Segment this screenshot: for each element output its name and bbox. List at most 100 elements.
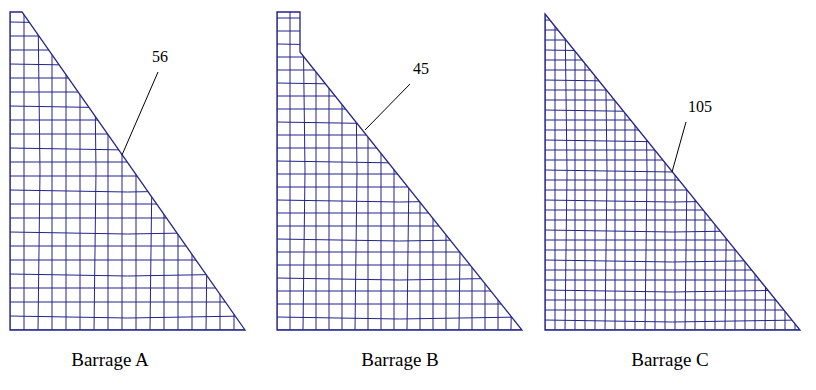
mesh-line bbox=[277, 226, 522, 227]
mesh-line bbox=[695, 14, 696, 330]
mesh-line bbox=[277, 31, 522, 32]
mesh-line bbox=[10, 232, 245, 234]
mesh-line bbox=[192, 12, 193, 330]
finite-element-mesh bbox=[277, 12, 522, 330]
mesh-line bbox=[545, 220, 800, 221]
mesh-line bbox=[277, 252, 522, 253]
mesh-line bbox=[675, 14, 676, 330]
mesh-line bbox=[277, 161, 522, 163]
mesh-line bbox=[277, 44, 522, 46]
dam-outline bbox=[10, 12, 245, 330]
mesh-line bbox=[545, 230, 800, 232]
dam-outline bbox=[277, 12, 522, 330]
mesh-line bbox=[290, 12, 291, 330]
mesh-line bbox=[277, 278, 522, 280]
mesh-line bbox=[545, 320, 800, 322]
mesh-line bbox=[545, 70, 800, 71]
mesh-line bbox=[10, 134, 245, 135]
mesh-line bbox=[446, 12, 447, 330]
mesh-line bbox=[585, 14, 586, 330]
mesh-line bbox=[685, 14, 687, 330]
mesh-line bbox=[277, 135, 522, 136]
mesh-line bbox=[10, 288, 245, 289]
mesh-line bbox=[277, 18, 522, 19]
mesh-line bbox=[329, 12, 330, 330]
mesh-line bbox=[368, 12, 369, 330]
mesh-line bbox=[545, 110, 800, 112]
mesh-line bbox=[277, 96, 522, 97]
mesh-line bbox=[277, 148, 522, 149]
mesh-line bbox=[555, 14, 556, 330]
mesh-line bbox=[316, 12, 317, 330]
mesh-line bbox=[80, 12, 81, 330]
mesh-line bbox=[108, 12, 109, 330]
mesh-line bbox=[665, 14, 666, 330]
mesh-line bbox=[545, 250, 800, 251]
callout-number: 56 bbox=[152, 48, 168, 66]
mesh-line bbox=[605, 14, 607, 330]
mesh-line bbox=[355, 12, 357, 330]
mesh-line bbox=[775, 14, 776, 330]
dam-caption: Barrage B bbox=[361, 350, 439, 371]
mesh-line bbox=[10, 120, 245, 121]
mesh-line bbox=[625, 14, 626, 330]
leader-line bbox=[122, 72, 158, 155]
mesh-line bbox=[655, 14, 656, 330]
mesh-line bbox=[545, 30, 800, 31]
mesh-line bbox=[10, 316, 245, 318]
mesh-line bbox=[277, 57, 522, 58]
mesh-line bbox=[645, 14, 647, 330]
mesh-line bbox=[10, 218, 245, 219]
mesh-group bbox=[10, 12, 800, 330]
mesh-line bbox=[635, 14, 636, 330]
mesh-line bbox=[511, 12, 513, 330]
mesh-line bbox=[545, 140, 800, 142]
mesh-line bbox=[545, 20, 800, 22]
mesh-line bbox=[545, 100, 800, 101]
mesh-line bbox=[277, 200, 522, 202]
mesh-line bbox=[545, 80, 800, 82]
mesh-line bbox=[150, 12, 152, 330]
dam-caption: Barrage A bbox=[71, 350, 149, 371]
mesh-line bbox=[545, 90, 800, 91]
mesh-line bbox=[545, 240, 800, 241]
mesh-line bbox=[545, 160, 800, 161]
finite-element-mesh bbox=[10, 12, 245, 330]
mesh-line bbox=[277, 213, 522, 214]
mesh-line bbox=[545, 210, 800, 211]
mesh-line bbox=[545, 290, 800, 292]
callout-number: 45 bbox=[413, 60, 429, 78]
dam-outline bbox=[545, 14, 800, 330]
mesh-line bbox=[178, 12, 179, 330]
mesh-line bbox=[498, 12, 499, 330]
callout-number: 105 bbox=[688, 98, 712, 116]
mesh-line bbox=[342, 12, 343, 330]
mesh-line bbox=[10, 92, 245, 93]
mesh-line bbox=[220, 12, 221, 330]
mesh-line bbox=[565, 14, 567, 330]
mesh-line bbox=[407, 12, 409, 330]
mesh-line bbox=[381, 12, 382, 330]
mesh-line bbox=[595, 14, 596, 330]
mesh-line bbox=[10, 190, 245, 192]
mesh-line bbox=[52, 12, 53, 330]
mesh-line bbox=[10, 36, 245, 37]
mesh-line bbox=[459, 12, 461, 330]
mesh-line bbox=[122, 12, 123, 330]
mesh-line bbox=[545, 130, 800, 131]
mesh-line bbox=[545, 50, 800, 52]
mesh-line bbox=[10, 204, 245, 205]
mesh-line bbox=[745, 14, 746, 330]
mesh-line bbox=[277, 239, 522, 241]
mesh-line bbox=[705, 14, 706, 330]
mesh-line bbox=[277, 122, 522, 124]
mesh-line bbox=[545, 150, 800, 151]
mesh-line bbox=[545, 270, 800, 271]
mesh-line bbox=[10, 22, 245, 24]
mesh-line bbox=[545, 190, 800, 191]
mesh-line bbox=[545, 40, 800, 41]
mesh-line bbox=[66, 12, 67, 330]
mesh-line bbox=[277, 109, 522, 110]
finite-element-mesh bbox=[545, 14, 800, 330]
